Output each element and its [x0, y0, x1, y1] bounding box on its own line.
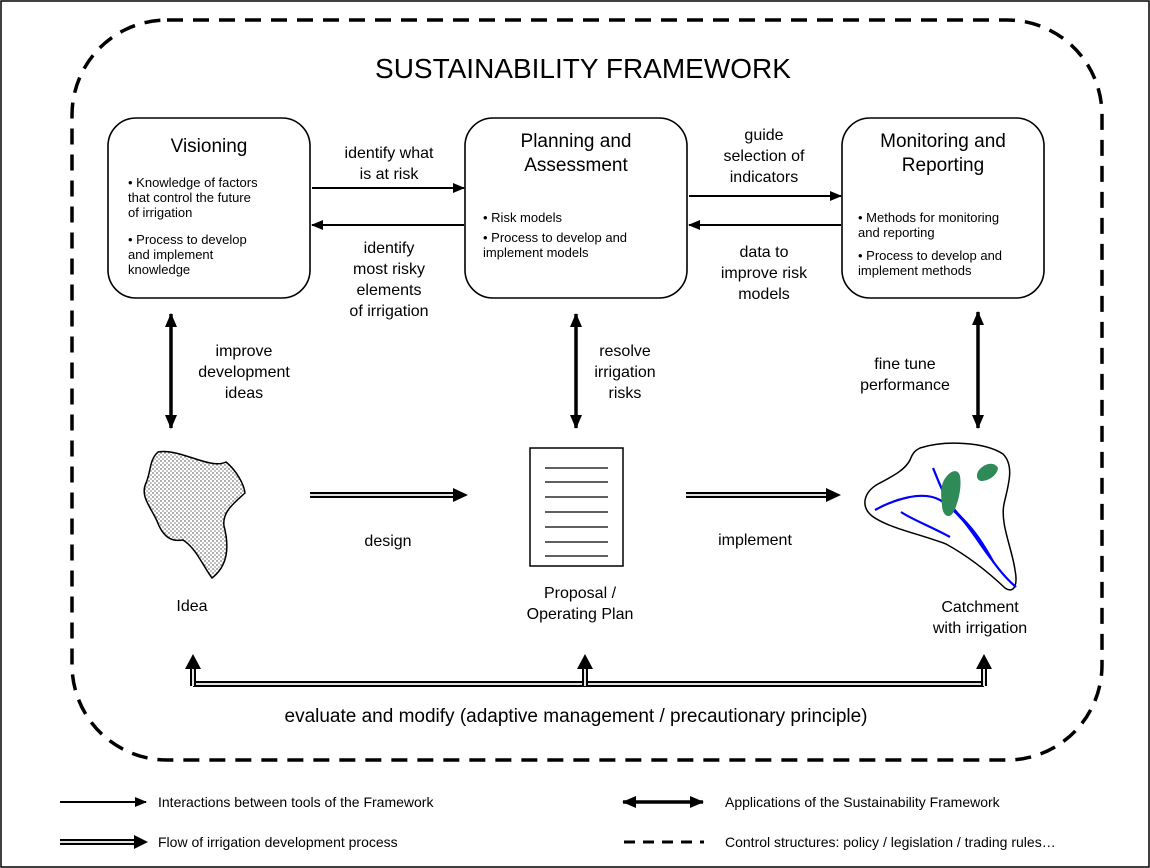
legend-hollow-arrow-icon	[60, 835, 148, 849]
river-branch-1	[931, 467, 995, 564]
diagram-title: SUSTAINABILITY FRAMEWORK	[375, 53, 791, 84]
label-design: design	[364, 533, 411, 550]
river-branch-2	[900, 511, 951, 538]
idea-shape	[143, 450, 246, 580]
proposal-document	[529, 447, 624, 567]
evaluate-feedback-arrows	[185, 654, 992, 687]
catchment-map	[864, 442, 1017, 591]
monitoring-box	[841, 117, 1045, 299]
arrow-design	[310, 488, 468, 502]
legend-applications-label: Applications of the Sustainability Frame…	[725, 794, 1001, 810]
label-idea: Idea	[176, 598, 207, 615]
green-patch-2	[976, 463, 998, 481]
green-patch-1	[941, 471, 961, 517]
arrow-implement	[686, 488, 841, 502]
label-implement: implement	[718, 532, 792, 549]
planning-box	[464, 117, 688, 299]
planning-bullet-1: • Risk models	[483, 210, 562, 225]
river-main	[874, 494, 1017, 588]
control-boundary	[70, 18, 1104, 762]
label-evaluate: evaluate and modify (adaptive management…	[285, 706, 868, 727]
visioning-box	[107, 117, 311, 299]
legend-interactions-label: Interactions between tools of the Framew…	[158, 794, 434, 810]
label-proposal: Proposal /Operating Plan	[527, 585, 634, 623]
visioning-title: Visioning	[171, 136, 248, 157]
legend-flow-label: Flow of irrigation development process	[158, 834, 398, 850]
legend-control-label: Control structures: policy / legislation…	[725, 834, 1056, 850]
